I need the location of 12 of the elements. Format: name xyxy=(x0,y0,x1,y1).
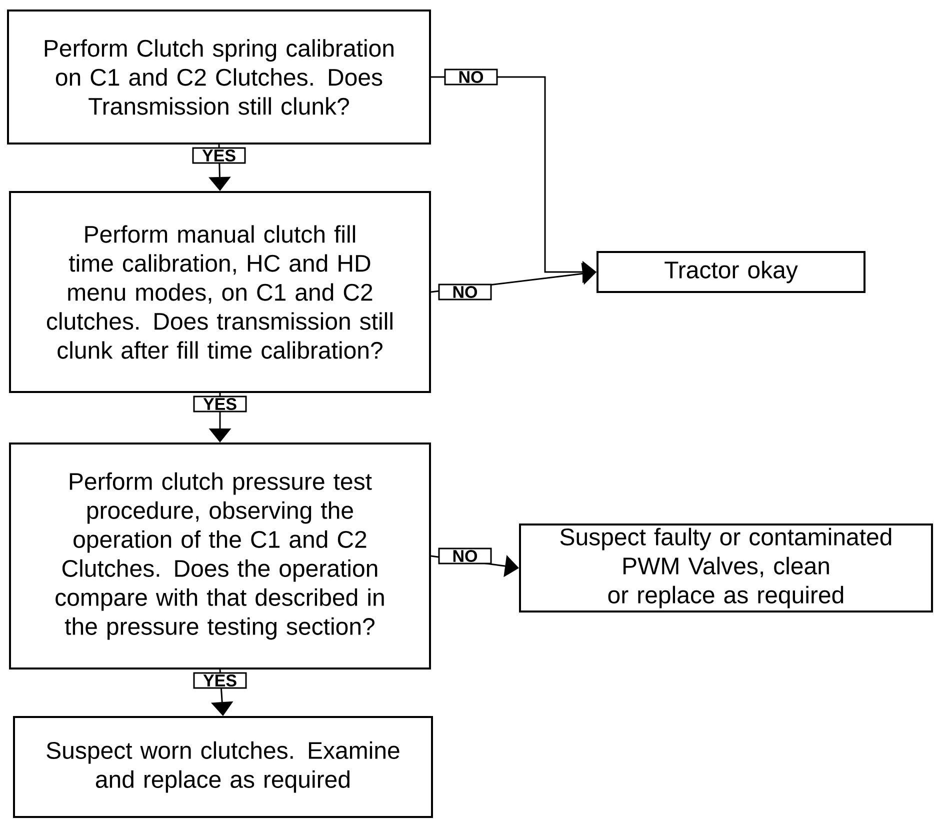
process-box: Perform manual clutch fill time calibration, HC and HD menu modes, on C1 and C2 clutches. Does transmission still clunk after fill time calibration? xyxy=(9,191,431,393)
process-box: Suspect worn clutches. Examine and replace as required xyxy=(13,716,433,818)
edge-label: NO xyxy=(438,548,492,564)
edge-label: YES xyxy=(193,396,247,412)
edge-label: YES xyxy=(192,147,246,164)
process-box: Perform Clutch spring calibration on C1 and C2 Clutches. Does Transmission still clunk? xyxy=(7,10,431,144)
process-box: Perform clutch pressure test procedure, observing the operation of the C1 and C2 Clutches. Does the operation compare with that described in the pressure testing section? xyxy=(9,442,431,670)
process-box: Tractor okay xyxy=(596,251,866,293)
process-box: Suspect faulty or contaminated PWM Valves, clean or replace as required xyxy=(519,523,934,613)
edge-label: NO xyxy=(438,284,492,300)
edge-label: NO xyxy=(444,68,498,86)
edge-label: YES xyxy=(193,672,247,689)
